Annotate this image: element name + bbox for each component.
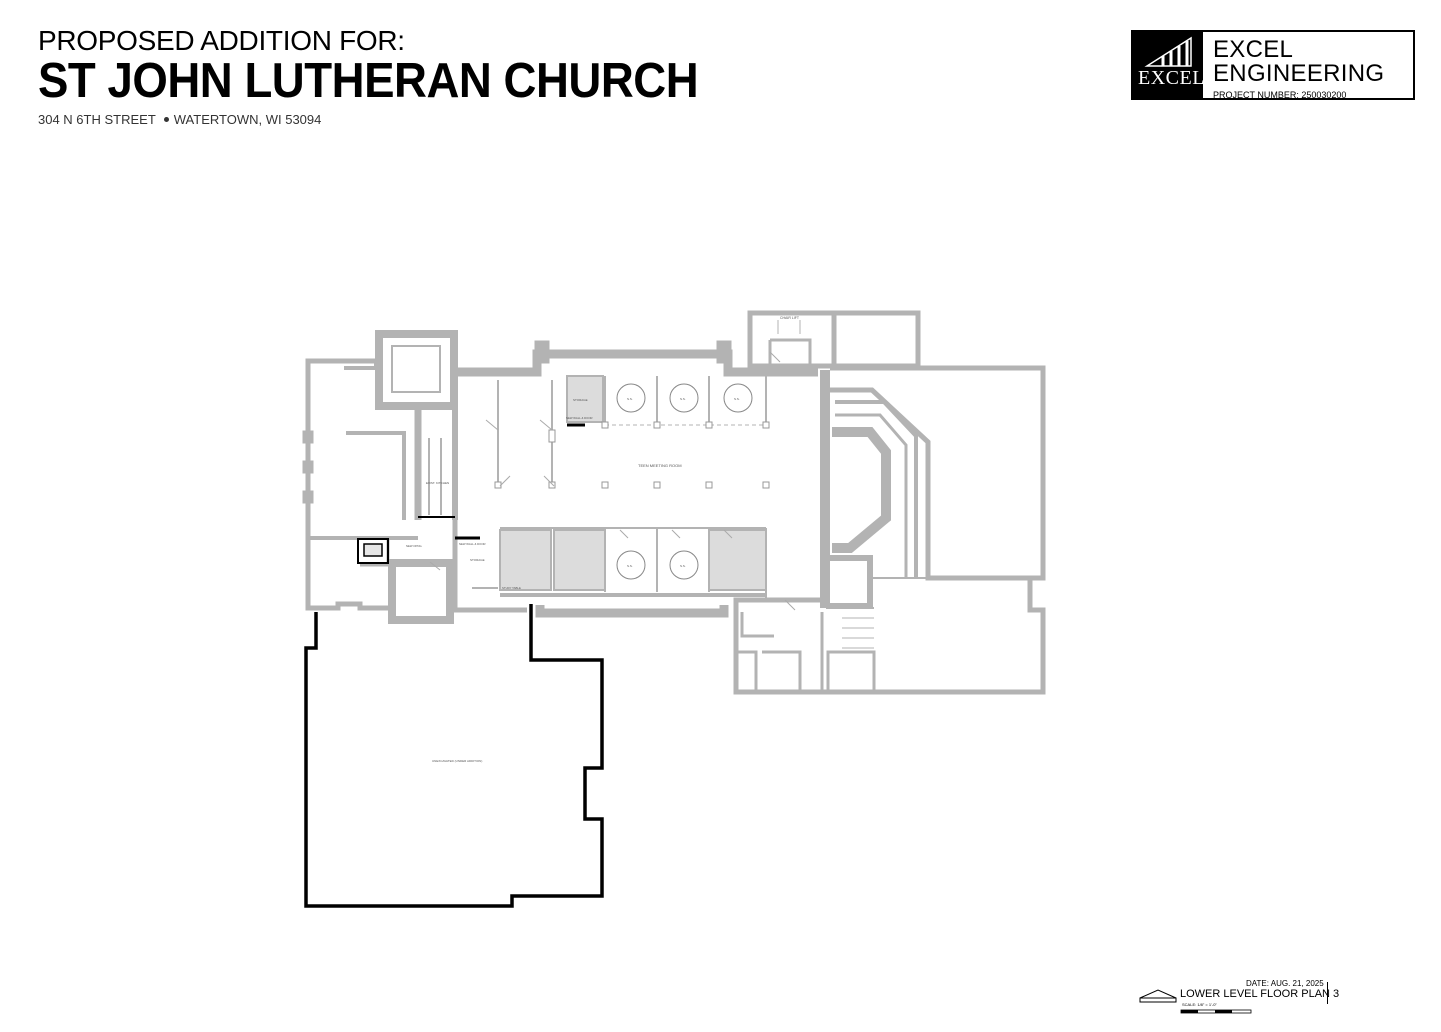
label-new-opening: NEW OPNG. bbox=[406, 544, 423, 548]
label-exist-kitchen: EXIST. KITCHEN bbox=[426, 481, 449, 485]
label-ss-2: S.S. bbox=[680, 397, 686, 401]
scale-bar-icon bbox=[1180, 1009, 1252, 1014]
label-teen-meeting-room: TEEN MEETING ROOM bbox=[638, 463, 682, 468]
column-markers bbox=[494, 421, 770, 489]
footer-divider bbox=[1327, 982, 1328, 1004]
label-new-wall-door-south: NEW WALL & DOOR bbox=[459, 542, 486, 546]
label-ss-5: S.S. bbox=[680, 564, 686, 568]
sheet-number: 3 bbox=[1333, 988, 1340, 1000]
label-chair-lift: CHAIR LIFT bbox=[780, 316, 800, 320]
sheet-scale: SCALE: 1/8" = 1'-0" bbox=[1182, 1002, 1217, 1007]
logo-text: EXCEL ENGINEERING PROJECT NUMBER: 250030… bbox=[1213, 36, 1385, 101]
label-ss-4: S.S. bbox=[627, 564, 633, 568]
excel-logo-mark: EXCEL bbox=[1133, 32, 1205, 98]
project-title: ST JOHN LUTHERAN CHURCH bbox=[38, 54, 699, 108]
bullet-icon bbox=[163, 117, 169, 122]
label-storage-north: STORAGE bbox=[573, 398, 588, 402]
address-city: WATERTOWN, WI 53094 bbox=[173, 112, 322, 127]
project-subtitle: PROPOSED ADDITION FOR: bbox=[38, 25, 405, 56]
firm-logo-block: EXCEL EXCEL ENGINEERING PROJECT NUMBER: … bbox=[1131, 30, 1415, 100]
new-walls bbox=[304, 423, 604, 908]
label-new-wall-door-north: NEW WALL & DOOR bbox=[566, 416, 593, 420]
sheet-date: DATE: AUG. 21, 2025 bbox=[1246, 979, 1324, 988]
label-study-table: STUDY TABLE bbox=[502, 586, 521, 590]
label-ss-1: S.S. bbox=[627, 397, 633, 401]
title-block: PROPOSED ADDITION FOR: ST JOHN LUTHERAN … bbox=[38, 25, 748, 128]
project-number: PROJECT NUMBER: 250030200 bbox=[1213, 90, 1347, 100]
label-storage-south: STORAGE bbox=[470, 558, 485, 562]
firm-name-line2: ENGINEERING bbox=[1213, 60, 1385, 87]
project-address: 304 N 6TH STREET WATERTOWN, WI 53094 bbox=[38, 112, 748, 127]
firm-name-line1: EXCEL bbox=[1213, 36, 1294, 63]
sheet-title: LOWER LEVEL FLOOR PLAN bbox=[1180, 988, 1330, 1000]
door-swings bbox=[429, 351, 796, 611]
storage-rooms bbox=[499, 375, 767, 591]
existing-walls bbox=[302, 310, 1046, 695]
north-arrow-icon bbox=[1139, 989, 1177, 1003]
address-street: 304 N 6TH STREET bbox=[38, 112, 156, 127]
label-unexcavated: UNEXCAVATED (UNDER ADDITION) bbox=[432, 759, 482, 763]
round-tables bbox=[616, 383, 753, 580]
building-triangle-icon bbox=[1144, 36, 1192, 67]
label-ss-3: S.S. bbox=[734, 397, 740, 401]
logo-mark-word: EXCEL bbox=[1138, 67, 1205, 89]
